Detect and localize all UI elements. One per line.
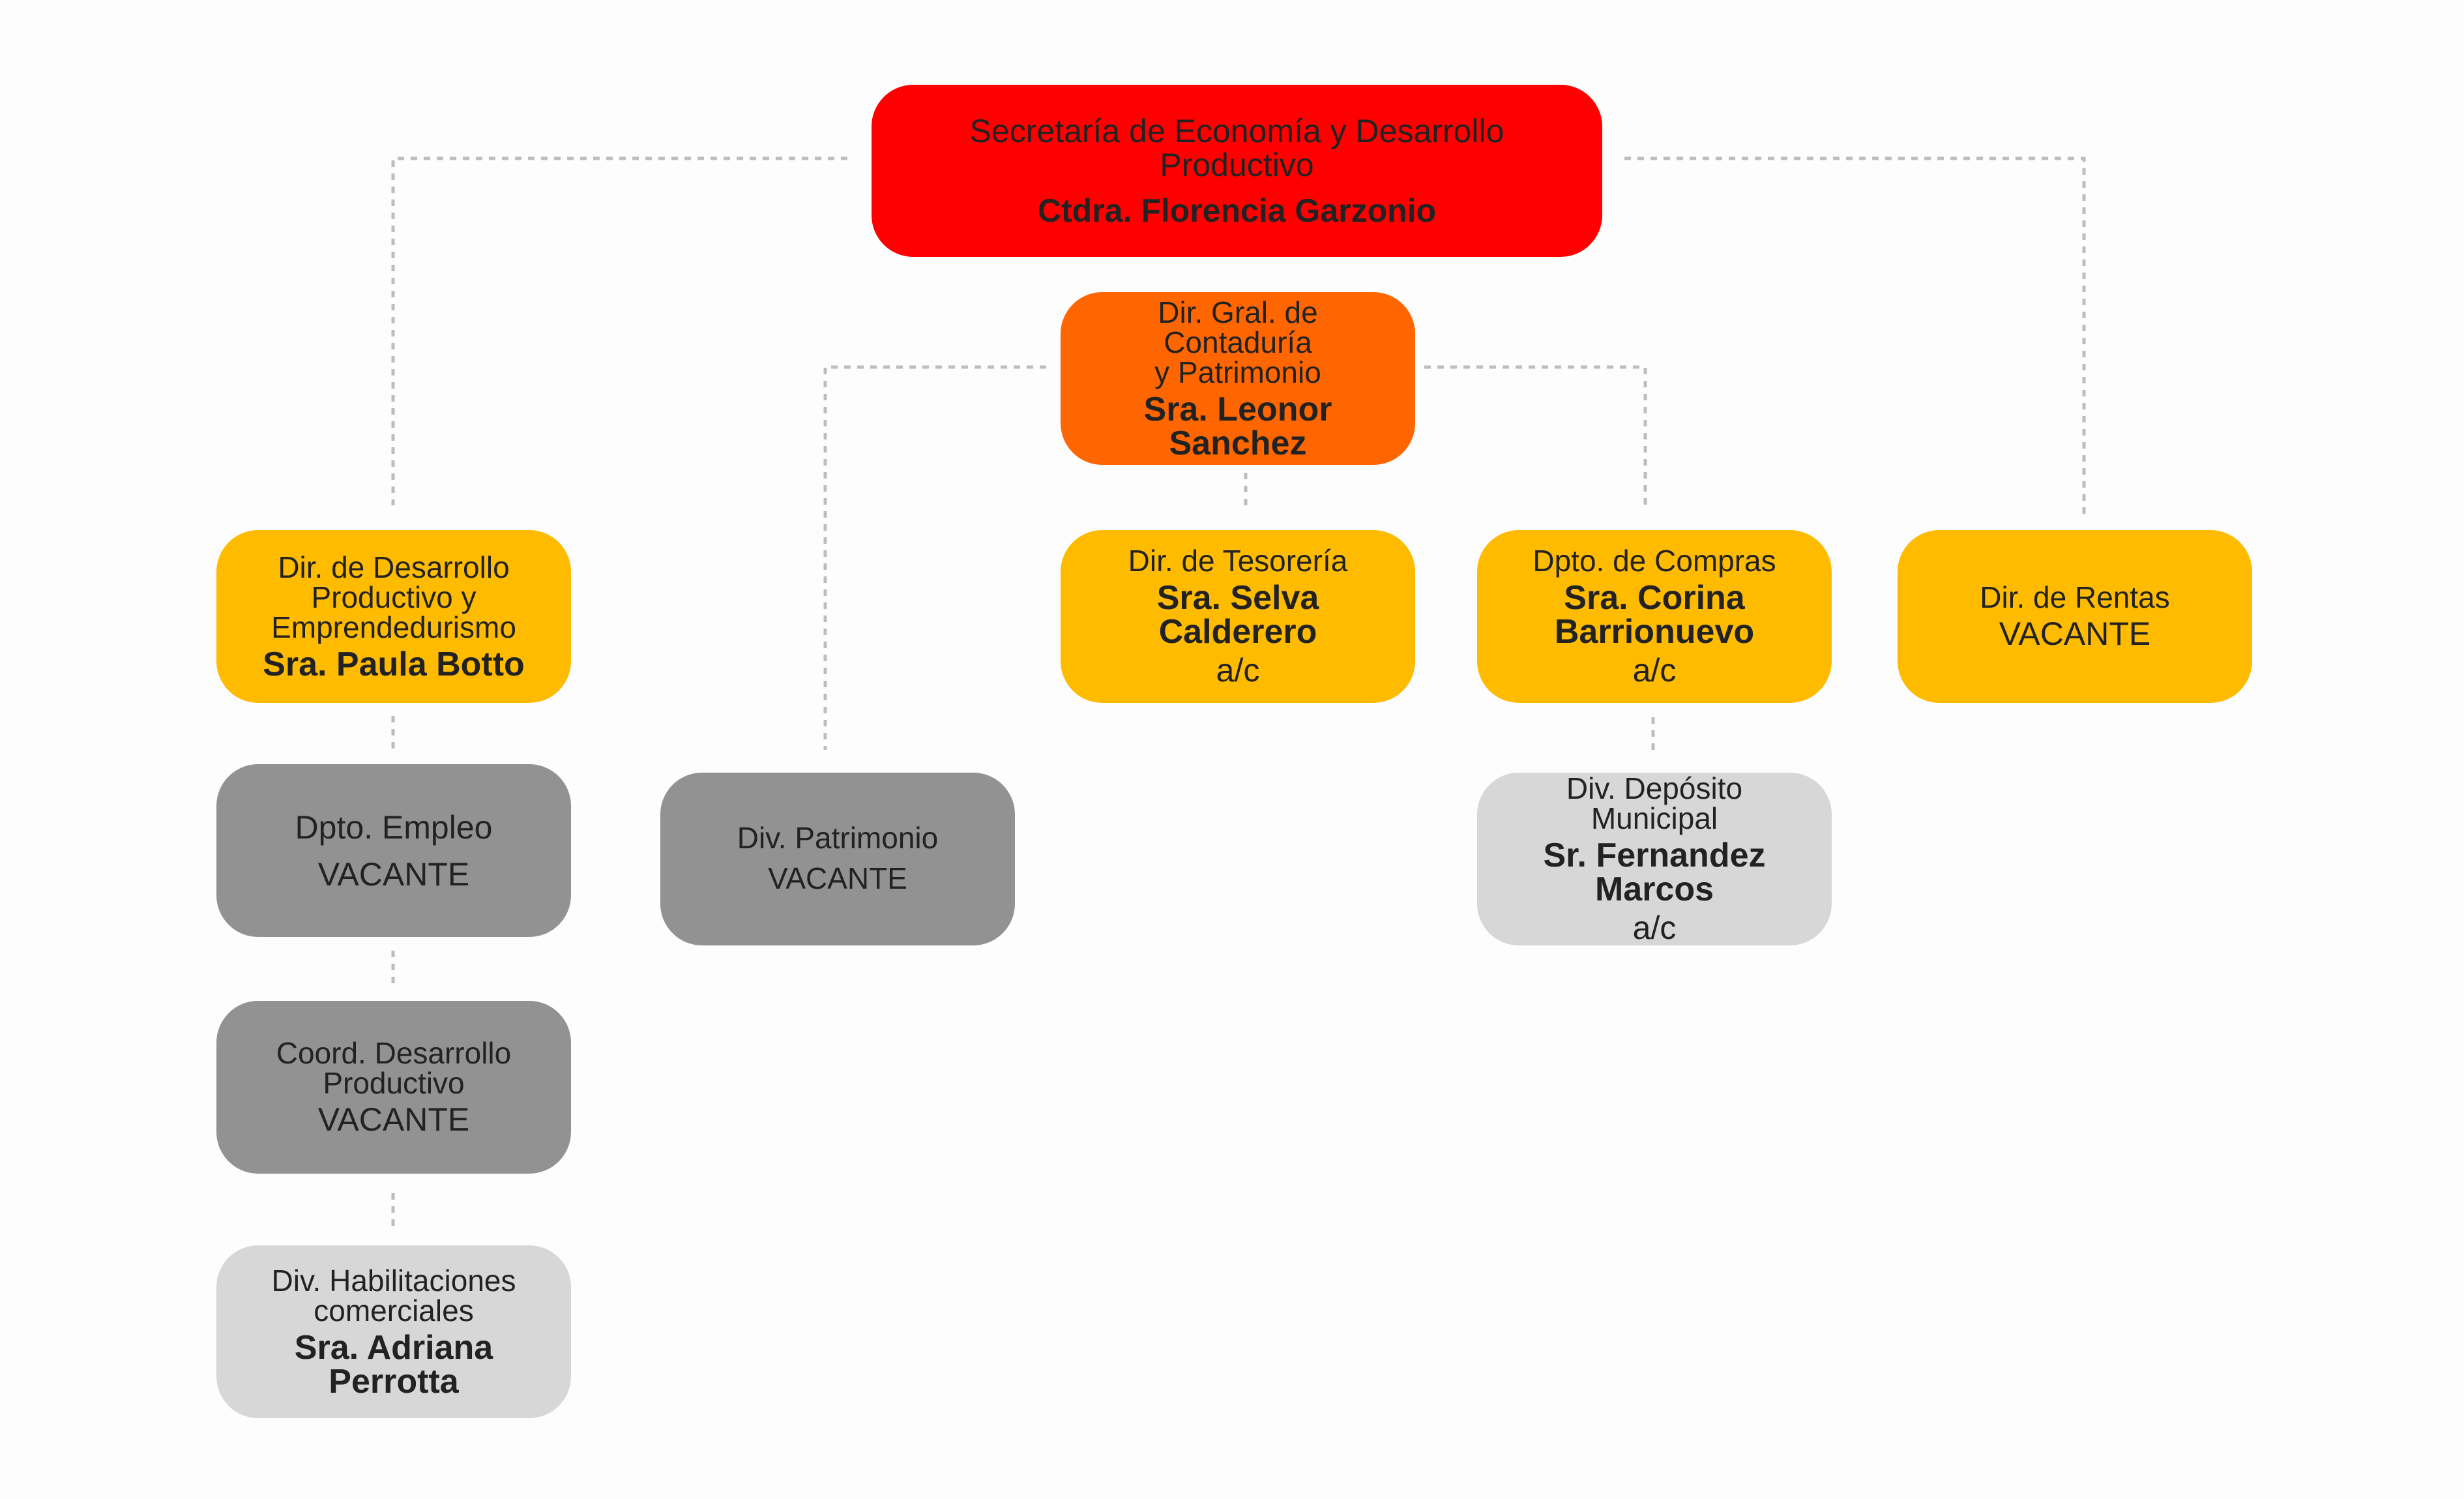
node-title: Dpto. de Compras xyxy=(1533,543,1776,578)
node-person: Sra. Adriana Perrotta xyxy=(294,1328,493,1401)
node-title: Dir. de Tesorería xyxy=(1128,543,1348,578)
node-coordinacion: Coord. Desarrollo Productivo VACANTE xyxy=(216,1001,571,1174)
node-status: a/c xyxy=(1632,909,1677,946)
node-contaduria: Dir. Gral. de Contaduría y Patrimonio Sr… xyxy=(1061,292,1415,465)
connector-sec-rentas xyxy=(1624,156,2086,515)
connector-cont-patrimonio xyxy=(823,365,1046,750)
node-status: a/c xyxy=(1216,651,1260,689)
node-person: Ctdra. Florencia Garzonio xyxy=(1037,192,1437,229)
node-tesoreria: Dir. de Tesorería Sra. Selva Calderero a… xyxy=(1061,530,1415,703)
node-empleo: Dpto. Empleo VACANTE xyxy=(216,764,571,937)
node-person: Sra. Leonor Sanchez xyxy=(1143,390,1332,462)
node-title: Dir. Gral. de Contaduría y Patrimonio xyxy=(1154,295,1321,389)
connector-sec-desarrollo xyxy=(391,156,847,505)
node-person: Sra. Corina Barrionuevo xyxy=(1554,578,1755,651)
node-title: Dir. de Rentas xyxy=(1980,580,2170,614)
node-rentas: Dir. de Rentas VACANTE xyxy=(1898,530,2252,703)
node-title: Div. Patrimonio xyxy=(737,820,939,855)
node-status: a/c xyxy=(1632,651,1677,689)
node-title: Div. Depósito Municipal xyxy=(1566,771,1743,835)
node-habilitaciones: Div. Habilitaciones comerciales Sra. Adr… xyxy=(216,1245,571,1418)
node-desarrollo: Dir. de Desarrollo Productivo y Emprende… xyxy=(216,530,571,703)
node-title: Secretaría de Economía y Desarrollo Prod… xyxy=(969,113,1504,183)
node-person: Sr. Fernandez Marcos xyxy=(1543,836,1766,908)
node-title: Dpto. Empleo xyxy=(295,809,493,846)
node-title: Dir. de Desarrollo Productivo y Emprende… xyxy=(271,550,516,644)
node-person: Sra. Selva Calderero xyxy=(1156,578,1319,651)
node-title: Div. Habilitaciones comerciales xyxy=(271,1263,516,1328)
node-patrimonio: Div. Patrimonio VACANTE xyxy=(660,773,1015,945)
connector-cont-compras xyxy=(1424,365,1647,505)
node-compras: Dpto. de Compras Sra. Corina Barrionuevo… xyxy=(1477,530,1832,703)
node-status: VACANTE xyxy=(317,1101,470,1138)
node-status: VACANTE xyxy=(768,861,907,895)
node-deposito: Div. Depósito Municipal Sr. Fernandez Ma… xyxy=(1477,773,1832,945)
node-secretaria: Secretaría de Economía y Desarrollo Prod… xyxy=(872,85,1602,257)
node-status: VACANTE xyxy=(317,855,470,893)
node-person: Sra. Paula Botto xyxy=(263,645,525,683)
node-title: Coord. Desarrollo Productivo xyxy=(276,1035,512,1100)
node-status: VACANTE xyxy=(1999,615,2151,652)
